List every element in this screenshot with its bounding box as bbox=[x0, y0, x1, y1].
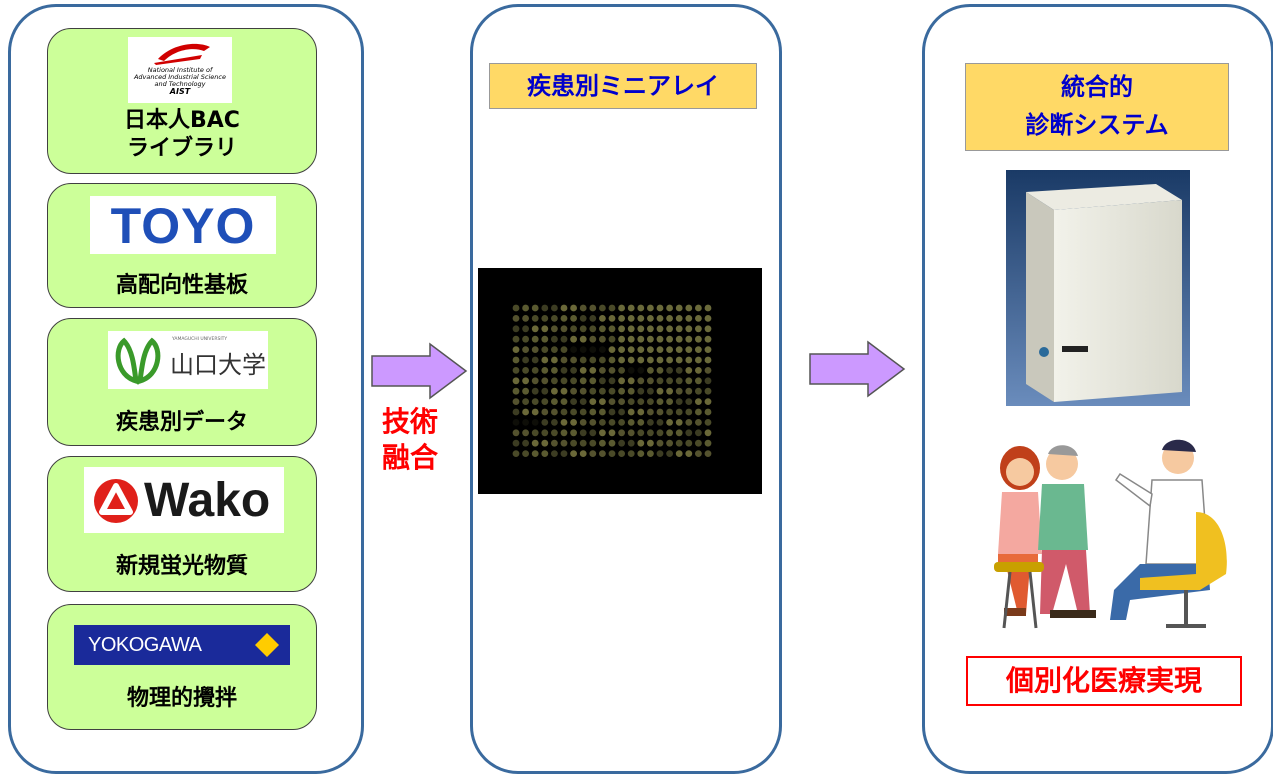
yamaguchi-logo: YAMAGUCHI UNIVERSITY 山口大学 bbox=[108, 331, 268, 389]
toyo-logo-text: TOYO bbox=[110, 198, 256, 254]
microarray-spots bbox=[512, 304, 712, 457]
aist-logo-line1: National Institute of bbox=[147, 66, 213, 74]
yamaguchi-logo-small: YAMAGUCHI UNIVERSITY bbox=[172, 337, 228, 342]
card-toyo-label: 高配向性基板 bbox=[115, 273, 248, 298]
yokogawa-logo: YOKOGAWA bbox=[74, 625, 290, 665]
doctor-patients-illustration bbox=[990, 414, 1236, 632]
toyo-logo: TOYO bbox=[90, 196, 276, 254]
middle-title: 疾患別ミニアレイ bbox=[489, 63, 757, 109]
wako-triangle-icon bbox=[94, 479, 138, 523]
card-aist: National Institute of Advanced Industria… bbox=[47, 28, 317, 174]
right-title-line2: 診断システム bbox=[1025, 111, 1169, 139]
card-wako-label: 新規蛍光物質 bbox=[115, 554, 248, 579]
fusion-label-line2: 融合 bbox=[381, 441, 438, 474]
card-toyo: TOYO 高配向性基板 bbox=[47, 183, 317, 308]
fusion-label: 技術 融合 bbox=[370, 404, 450, 476]
card-aist-label-line1: 日本人BAC bbox=[124, 108, 240, 133]
yokogawa-logo-text: YOKOGAWA bbox=[88, 634, 202, 656]
yamaguchi-logo-text: 山口大学 bbox=[170, 351, 266, 379]
wako-logo-text: Wako bbox=[144, 474, 271, 527]
card-yokogawa: YOKOGAWA 物理的攪拌 bbox=[47, 604, 317, 730]
card-yamaguchi-label: 疾患別データ bbox=[115, 410, 248, 435]
yamaguchi-leaf-icon bbox=[115, 337, 161, 385]
card-yokogawa-label: 物理的攪拌 bbox=[126, 686, 237, 711]
aist-logo-line3: and Technology bbox=[154, 80, 206, 88]
aist-logo-line2: Advanced Industrial Science bbox=[133, 73, 227, 81]
card-aist-label-line2: ライブラリ bbox=[126, 136, 237, 161]
card-yamaguchi: YAMAGUCHI UNIVERSITY 山口大学 疾患別データ bbox=[47, 318, 317, 446]
right-title-line1: 統合的 bbox=[1061, 73, 1133, 101]
right-arrow-icon-2 bbox=[809, 340, 906, 398]
yokogawa-diamond-icon bbox=[255, 633, 279, 657]
aist-logo-mark-icon bbox=[154, 43, 210, 65]
card-wako: Wako 新規蛍光物質 bbox=[47, 456, 317, 592]
card-aist-label: 日本人BAC ライブラリ bbox=[48, 107, 316, 163]
wako-logo: Wako bbox=[84, 467, 284, 533]
right-arrow-icon bbox=[371, 342, 468, 400]
aist-logo: National Institute of Advanced Industria… bbox=[128, 37, 232, 103]
diagnostic-device-image bbox=[1006, 170, 1190, 406]
right-footer: 個別化医療実現 bbox=[966, 656, 1242, 706]
right-footer-text: 個別化医療実現 bbox=[1005, 664, 1202, 697]
microarray-image bbox=[478, 268, 762, 494]
right-title: 統合的 診断システム bbox=[965, 63, 1229, 151]
middle-title-text: 疾患別ミニアレイ bbox=[527, 72, 719, 100]
fusion-label-line1: 技術 bbox=[381, 405, 438, 438]
aist-logo-line4: AIST bbox=[169, 87, 191, 96]
